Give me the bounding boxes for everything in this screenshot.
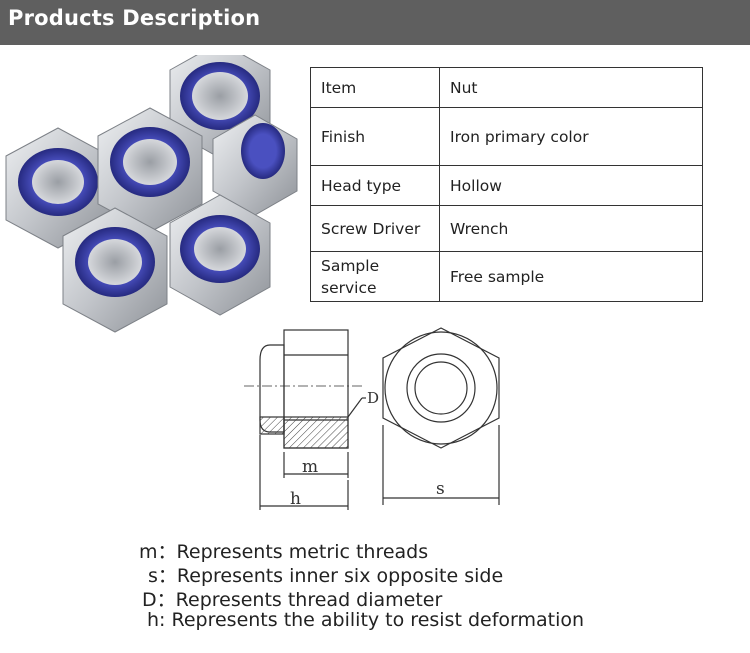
section-header: Products Description	[0, 0, 750, 45]
drawing-label-h: h	[290, 489, 301, 509]
legend-text: Represents the ability to resist deforma…	[165, 609, 585, 631]
table-row: Head type Hollow	[310, 165, 703, 206]
side-view	[244, 329, 366, 510]
nut-image	[212, 114, 298, 216]
product-photo	[5, 55, 298, 333]
spec-value: Hollow	[439, 165, 703, 206]
legend-text: Represents inner six opposite side	[176, 565, 504, 587]
spec-key-line: Sample	[321, 256, 380, 275]
legend-symbol: s	[148, 565, 158, 587]
spec-key: Sample service	[310, 251, 440, 302]
spec-value: Iron primary color	[439, 107, 703, 166]
specs-table: Item Nut Finish Iron primary color Head …	[310, 67, 703, 302]
legend-separator: ：	[156, 589, 176, 611]
drawing-label-m: m	[302, 457, 318, 477]
legend-text: Represents thread diameter	[175, 589, 443, 611]
nut-image	[97, 107, 203, 233]
drawing-label-d: D	[367, 389, 379, 407]
legend-symbol: h	[147, 609, 160, 631]
legend-item: D：Represents thread diameter	[142, 585, 442, 612]
table-row: Finish Iron primary color	[310, 107, 703, 166]
spec-value: Nut	[439, 67, 703, 108]
legend-symbol: m	[139, 541, 158, 563]
legend: m：Represents metric threads s：Represents…	[0, 535, 750, 645]
spec-key-line: service	[321, 278, 377, 297]
spec-key: Head type	[310, 165, 440, 206]
legend-item: h: Represents the ability to resist defo…	[147, 609, 584, 631]
legend-separator: ：	[157, 541, 177, 563]
technical-drawing: D m h s	[244, 327, 500, 510]
table-row: Screw Driver Wrench	[310, 205, 703, 252]
legend-item: s：Represents inner six opposite side	[148, 561, 503, 588]
nut-image	[169, 194, 271, 316]
legend-item: m：Represents metric threads	[139, 537, 428, 564]
legend-separator: :	[159, 609, 166, 631]
spec-value: Free sample	[439, 251, 703, 302]
table-row: Sample service Free sample	[310, 251, 703, 302]
section-title: Products Description	[8, 6, 261, 30]
spec-key: Item	[310, 67, 440, 108]
legend-text: Represents metric threads	[176, 541, 429, 563]
table-row: Item Nut	[310, 67, 703, 108]
drawing-label-s: s	[436, 479, 445, 499]
nut-image	[5, 127, 111, 249]
spec-key: Screw Driver	[310, 205, 440, 252]
top-view	[382, 327, 500, 505]
spec-value: Wrench	[439, 205, 703, 252]
nut-image	[62, 207, 168, 333]
legend-symbol: D	[142, 589, 157, 611]
legend-separator: ：	[157, 565, 177, 587]
spec-key: Finish	[310, 107, 440, 166]
